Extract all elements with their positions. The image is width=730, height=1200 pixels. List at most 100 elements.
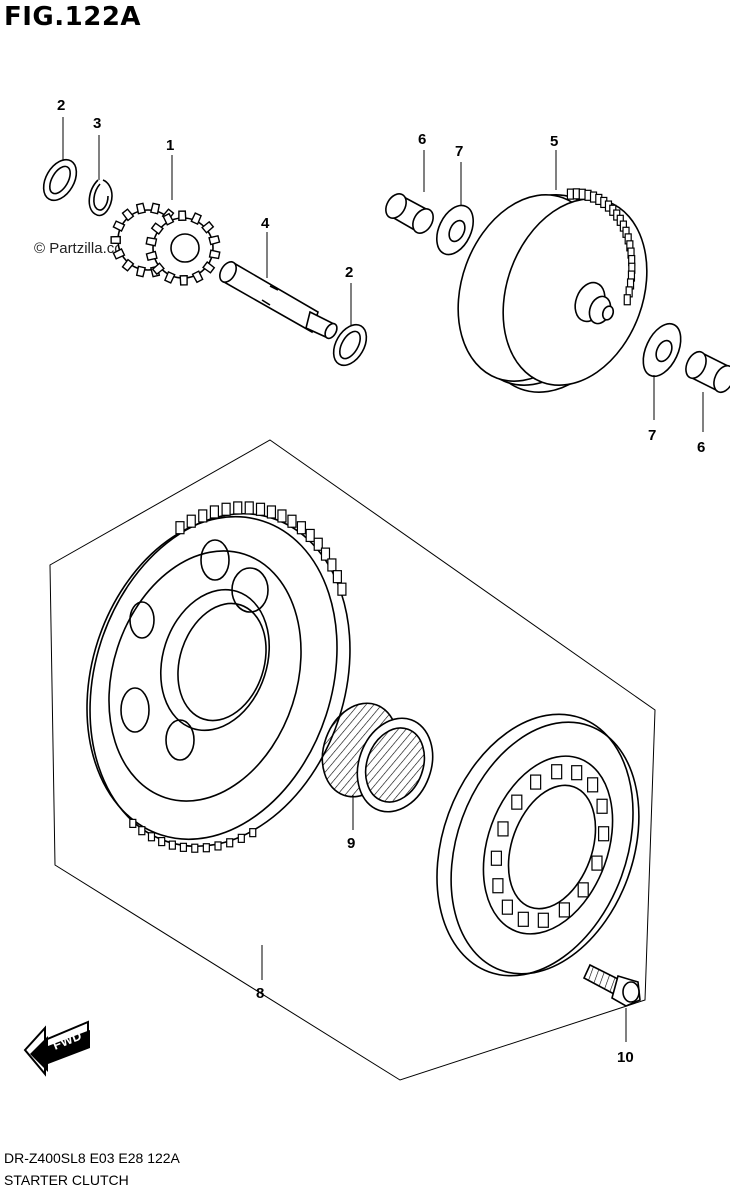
callout-6: 6: [418, 131, 426, 148]
gear-tooth: [147, 832, 156, 842]
callout-2: 2: [57, 97, 65, 114]
needle-bearing-9[interactable]: [310, 693, 445, 823]
gear-tooth: [237, 833, 245, 843]
washer-2-top[interactable]: [37, 154, 83, 206]
figure-title: FIG.122A: [4, 2, 142, 32]
clutch-roller: [511, 794, 523, 810]
gear-tooth: [138, 826, 146, 836]
gear-tooth: [244, 501, 254, 515]
gear-tooth: [327, 558, 337, 572]
callout-8: 8: [256, 985, 264, 1002]
gear-tooth: [320, 547, 331, 561]
gear-tooth: [255, 502, 266, 516]
callout-1: 1: [166, 137, 174, 154]
gear-tooth: [572, 188, 581, 200]
callout-7b: 7: [648, 427, 656, 444]
callout-10: 10: [617, 1049, 634, 1066]
clutch-roller: [571, 765, 583, 781]
circlip-3[interactable]: [88, 179, 113, 217]
gear-tooth: [198, 509, 208, 523]
gear-tooth: [277, 509, 287, 523]
callout-3: 3: [93, 115, 101, 132]
clutch-roller: [587, 777, 599, 793]
gear-tooth: [110, 235, 121, 245]
gear-tooth: [178, 210, 187, 222]
gear-tooth: [296, 521, 307, 535]
gear-tooth: [578, 188, 586, 200]
model-code: DR-Z400SL8 E03 E28 122A: [4, 1150, 180, 1166]
gear-tooth: [151, 262, 165, 276]
gear-tooth: [221, 502, 231, 516]
gear-tooth: [179, 274, 188, 286]
gear-tooth: [112, 220, 126, 233]
clutch-roller: [537, 912, 549, 928]
callout-4: 4: [261, 215, 270, 232]
clutch-roller: [598, 826, 610, 842]
gear-tooth: [121, 208, 135, 222]
gear-tooth: [145, 250, 158, 262]
gear-tooth: [129, 818, 137, 828]
clutch-roller: [492, 878, 504, 894]
gear-tooth: [179, 842, 188, 852]
bushing-6-lower[interactable]: [682, 349, 730, 396]
gear-tooth: [313, 537, 323, 551]
gear-tooth: [191, 843, 199, 853]
callout-7: 7: [455, 143, 463, 160]
bushing-6-top[interactable]: [382, 190, 438, 237]
gear-tooth: [164, 270, 176, 284]
gear-tooth: [214, 841, 222, 851]
fwd-arrow: FWD: [23, 1020, 90, 1077]
gear-tooth: [121, 258, 135, 272]
washer-7-top[interactable]: [430, 200, 481, 261]
gear-tooth: [332, 570, 342, 584]
gear-tooth: [175, 521, 185, 535]
clutch-roller: [558, 902, 570, 918]
gear-tooth: [162, 212, 175, 226]
gear-tooth: [337, 582, 347, 596]
clutch-roller: [591, 855, 603, 871]
washer-2-lower[interactable]: [327, 319, 373, 371]
callout-5: 5: [550, 133, 558, 150]
gear-tooth: [208, 249, 221, 260]
clutch-roller: [497, 821, 509, 837]
assembly-outline: [49, 439, 656, 1081]
gear-tooth: [226, 838, 234, 848]
washer-7-lower[interactable]: [636, 318, 689, 382]
gear-tooth: [150, 222, 164, 235]
gear-tooth: [112, 247, 126, 260]
clutch-roller: [490, 850, 502, 866]
clutch-gear[interactable]: [47, 480, 392, 881]
gear-tooth: [201, 220, 215, 234]
gear-tooth: [135, 265, 147, 278]
section-name: STARTER CLUTCH: [4, 1172, 129, 1188]
gear-tooth: [623, 294, 631, 306]
one-way-clutch[interactable]: [402, 687, 672, 1004]
clutch-roller: [517, 911, 529, 927]
gear-tooth: [202, 843, 210, 853]
bolt-10[interactable]: [582, 963, 641, 1007]
clutch-roller: [501, 899, 513, 915]
gear-tooth: [158, 836, 166, 847]
clutch-roller: [577, 882, 589, 898]
gear-tooth: [191, 270, 204, 284]
gear-tooth: [190, 212, 202, 226]
gear-tooth: [209, 505, 219, 519]
callout-9: 9: [347, 835, 355, 852]
driven-gear-5[interactable]: [433, 174, 671, 414]
gear-tooth: [233, 501, 243, 515]
idle-gear-1[interactable]: [110, 202, 221, 286]
gear-tooth: [168, 840, 176, 850]
clutch-roller: [530, 774, 542, 790]
gear-tooth: [208, 234, 221, 246]
clutch-roller: [596, 798, 608, 814]
idle-gear-shaft-4[interactable]: [216, 259, 339, 340]
gear-tooth: [145, 236, 158, 247]
gear-tooth: [135, 202, 147, 215]
callout-6b: 6: [697, 439, 705, 456]
gear-tooth: [202, 261, 216, 274]
gear-tooth: [305, 528, 315, 543]
watermark-text: © Partzilla.com: [34, 240, 136, 257]
callout-2b: 2: [345, 264, 353, 281]
